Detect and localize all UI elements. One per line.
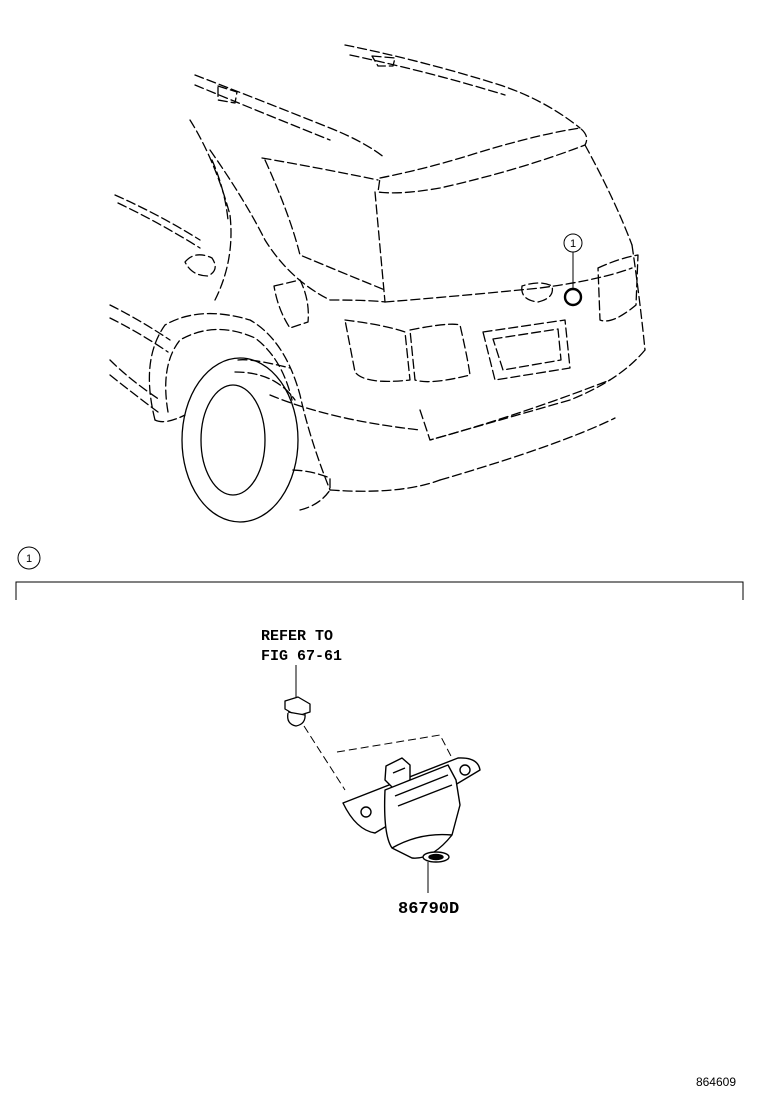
part-number-label: 86790D	[398, 862, 459, 919]
camera-location-marker	[563, 252, 583, 307]
section-bracket	[15, 581, 744, 600]
section-header: 1	[15, 546, 744, 600]
part-number: 86790D	[398, 900, 459, 919]
screw-part	[284, 696, 311, 727]
rear-wheel	[181, 357, 299, 523]
reference-note-line1: REFER TO	[261, 628, 333, 645]
reference-note-line2: FIG 67-61	[261, 648, 342, 665]
figure-id: 864609	[696, 1075, 736, 1089]
installation-guide-lines	[303, 725, 453, 791]
callout-bubble: 1	[563, 233, 583, 253]
reference-note: REFER TO FIG 67-61	[261, 628, 342, 697]
callout-number: 1	[570, 238, 576, 250]
camera-assembly	[342, 757, 481, 863]
section-number: 1	[26, 553, 32, 565]
vehicle-rear-view	[109, 44, 646, 511]
